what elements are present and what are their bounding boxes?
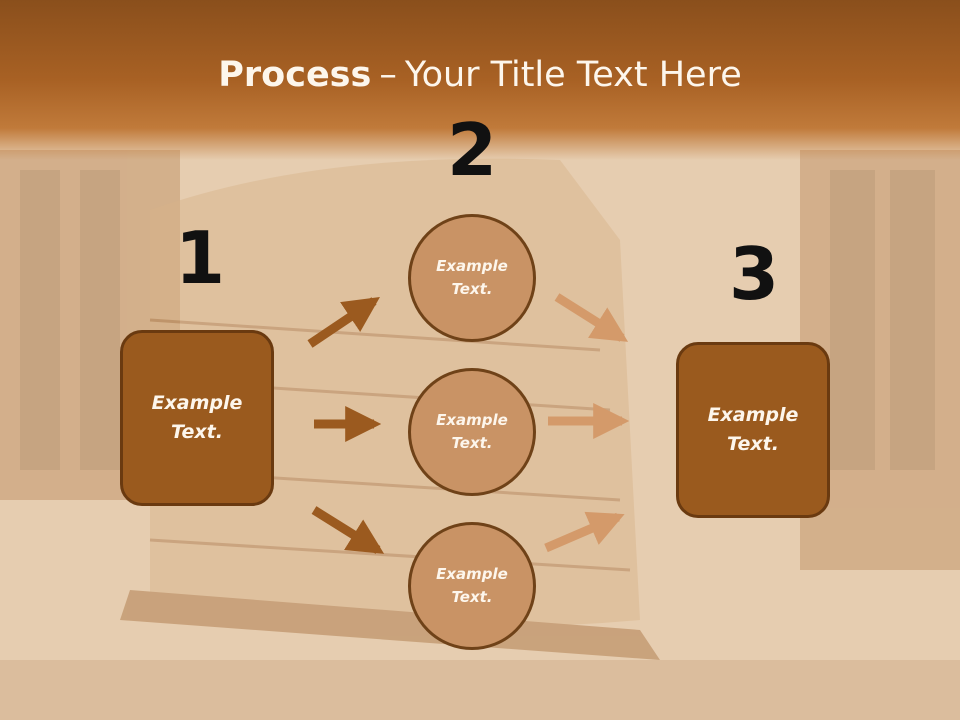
arrow-top-to-3 <box>554 293 629 342</box>
arrow-1-to-bottom <box>311 506 385 554</box>
title-separator: – <box>379 55 397 95</box>
step-1-text: Example Text. <box>151 392 243 443</box>
step-number-3: 3 <box>728 232 780 316</box>
step-3-text: Example Text. <box>707 404 799 455</box>
circle-top-text: Example Text. <box>436 257 508 298</box>
circle-middle-text: Example Text. <box>436 411 508 452</box>
title-rest: Your Title Text Here <box>404 55 742 95</box>
step-number-1: 1 <box>174 216 226 300</box>
step-2-circle-bottom[interactable]: Example Text. <box>408 522 536 650</box>
step-1-box[interactable]: Example Text. <box>120 330 274 506</box>
step-2-circle-top[interactable]: Example Text. <box>408 214 536 342</box>
circle-bottom-text: Example Text. <box>436 565 508 606</box>
header-band <box>0 0 960 160</box>
step-3-box[interactable]: Example Text. <box>676 342 830 518</box>
title-bold: Process <box>218 55 372 95</box>
step-number-2: 2 <box>446 108 498 192</box>
step-2-circle-middle[interactable]: Example Text. <box>408 368 536 496</box>
slide-title[interactable]: Process–Your Title Text Here <box>0 52 960 98</box>
arrow-bottom-to-3 <box>544 511 625 553</box>
arrow-1-to-top <box>307 296 380 348</box>
